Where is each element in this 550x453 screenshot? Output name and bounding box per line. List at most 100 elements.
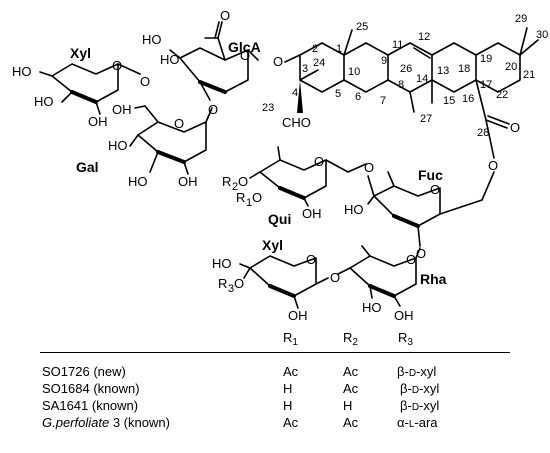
qui-ring-oxygen: O	[314, 154, 324, 169]
carbon-6: 6	[355, 91, 361, 103]
xyl-bottom-residue	[239, 255, 329, 309]
table-row-compound: SO1684 (known)	[42, 381, 140, 396]
table-row-r1: Ac	[283, 415, 299, 430]
table-row-r3: β-D-xyl	[400, 381, 440, 396]
table-rule	[40, 352, 510, 353]
carbon-11: 11	[392, 39, 403, 51]
header-r2-letter: R	[343, 330, 353, 345]
fuc-ring-oxygen: O	[430, 182, 440, 197]
rha-2-oh: OH	[394, 308, 414, 323]
carbon-numbering: 1 2 3 4 5 6 7 8 9 10 11 12 13 14 15 16 1…	[262, 13, 548, 139]
qui-r2-sub: 2	[232, 181, 238, 193]
table-row-r3: β-D-xyl	[400, 398, 440, 413]
table-row-compound: G.perfoliate 3 (known)	[42, 415, 170, 430]
carbon-3: 3	[302, 63, 308, 75]
header-r3-sub: 3	[407, 337, 413, 348]
aglycone-skeleton	[284, 27, 539, 201]
glca-4-oh: HO	[160, 52, 180, 67]
carbon-4: 4	[292, 87, 298, 99]
glca-residue	[169, 21, 259, 101]
carbon-27: 27	[420, 113, 432, 125]
table-row-r1: H	[283, 381, 293, 396]
carbon-9: 9	[381, 55, 387, 67]
sugar-label-glca: GlcA	[228, 39, 261, 55]
qui-2-oh: OH	[302, 206, 322, 221]
table-row-r2: Ac	[343, 415, 359, 430]
carbon-22: 22	[496, 89, 508, 101]
qui-r2-label: R	[222, 174, 231, 189]
glca-carboxyl-oxygen: O	[220, 8, 230, 23]
c3-glycosidic-oxygen: O	[273, 54, 283, 69]
table-row-r2: Ac	[343, 364, 359, 379]
xyl-bottom-ring-oxygen: O	[306, 252, 316, 267]
carbon-23: 23	[262, 102, 274, 114]
header-r1: R1	[283, 330, 298, 348]
sugar-label-xyl-bottom: Xyl	[262, 237, 283, 253]
carbon-30: 30	[536, 29, 548, 41]
sugar-label-qui: Qui	[268, 211, 291, 227]
table-row-r1: Ac	[283, 364, 299, 379]
header-r1-sub: 1	[292, 337, 298, 348]
qui-residue	[249, 146, 367, 207]
rha-3-oh: HO	[362, 300, 382, 315]
carbon-5: 5	[335, 88, 341, 100]
xyl-bottom-r3-label: R	[218, 276, 227, 291]
carbon-2: 2	[312, 43, 318, 55]
gal-2-oh: OH	[178, 174, 198, 189]
table-row-compound: SA1641 (known)	[42, 398, 139, 413]
xyl-top-2-oh: OH	[88, 114, 108, 129]
rha-xyl-link-oxygen: O	[330, 270, 340, 285]
fuc-rha-link-oxygen: O	[416, 246, 426, 261]
xyl-bottom-4-oh: HO	[212, 256, 232, 271]
carbon-1: 1	[336, 43, 342, 55]
qui-r1-label: R	[236, 190, 245, 205]
gal-4-oh: HO	[108, 138, 128, 153]
c28-carbonyl-oxygen: O	[510, 120, 520, 135]
header-r2: R2	[343, 330, 358, 348]
carbon-21: 21	[523, 69, 535, 81]
fuc-residue	[367, 171, 483, 247]
xyl-top-3-oh: HO	[34, 94, 54, 109]
table-row-compound: SO1726 (new)	[42, 364, 126, 379]
carbon-17: 17	[480, 79, 492, 91]
c28-ester-oxygen: O	[488, 158, 498, 173]
carbon-24: 24	[313, 57, 325, 69]
rha-residue	[337, 245, 421, 307]
header-r2-sub: 2	[352, 337, 358, 348]
qui-r2-oxygen: O	[238, 174, 248, 189]
carbon-15: 15	[443, 95, 455, 107]
carbon-8: 8	[398, 79, 404, 91]
gal-6-oh: OH	[112, 102, 132, 117]
sugar-label-gal: Gal	[76, 159, 99, 175]
fuc-3-oh: HO	[344, 202, 364, 217]
glca-ring-oxygen: O	[240, 48, 250, 63]
xyl-bottom-2-oh: OH	[288, 308, 308, 323]
gal-3-oh: HO	[128, 174, 148, 189]
header-r3-letter: R	[398, 330, 408, 345]
table-row-r2: H	[343, 398, 353, 413]
carbon-25: 25	[356, 21, 368, 33]
table-row-r3: β-D-xyl	[397, 364, 437, 379]
glca-cooh-ho: HO	[142, 32, 162, 47]
xyl-bottom-r3-sub: 3	[228, 283, 234, 295]
carbon-12: 12	[418, 31, 430, 43]
xyl-top-4-oh: HO	[12, 64, 32, 79]
carbon-16: 16	[462, 93, 474, 105]
carbon-20: 20	[505, 61, 517, 73]
xyl-top-ring-oxygen: O	[112, 58, 122, 73]
xyl-top-link-oxygen: O	[140, 74, 150, 89]
qui-r1-sub: 1	[246, 197, 252, 209]
carbon-26: 26	[400, 63, 412, 75]
gal-ring-oxygen: O	[174, 116, 184, 131]
carbon-29: 29	[515, 13, 527, 25]
gal-residue	[129, 105, 213, 175]
carbon-28: 28	[477, 127, 489, 139]
c23-cho-label: CHO	[282, 115, 311, 130]
header-r3: R3	[398, 330, 413, 348]
qui-r1-oxygen: O	[252, 190, 262, 205]
carbon-7: 7	[380, 95, 386, 107]
carbon-19: 19	[480, 53, 492, 65]
carbon-13: 13	[437, 65, 449, 77]
header-r1-letter: R	[283, 330, 293, 345]
